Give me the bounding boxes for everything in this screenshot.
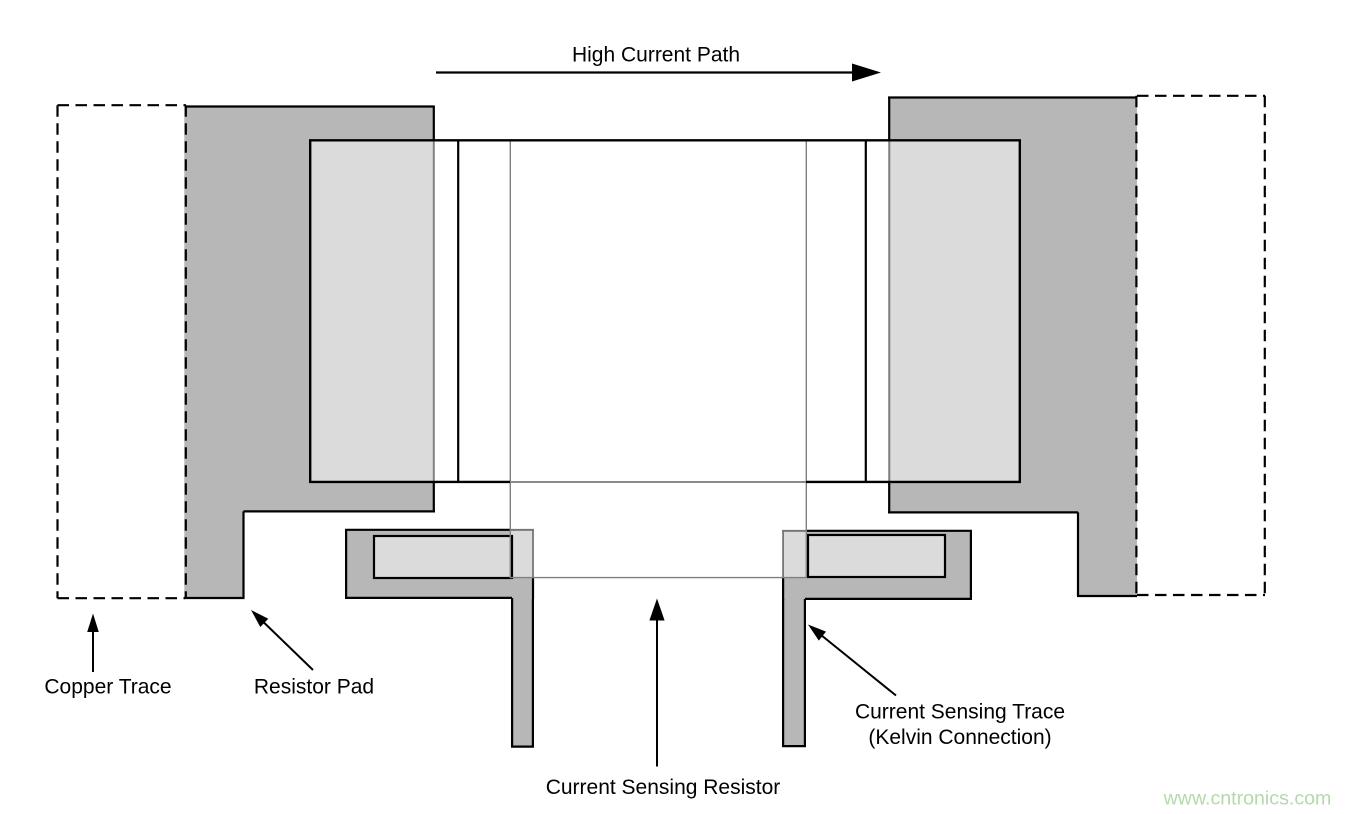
svg-text:Resistor Pad: Resistor Pad [254, 676, 374, 699]
svg-text:Current Sensing Trace: Current Sensing Trace [855, 701, 1065, 724]
svg-text:Copper Trace: Copper Trace [44, 676, 171, 699]
svg-text:(Kelvin Connection): (Kelvin Connection) [868, 726, 1051, 749]
svg-text:High Current Path: High Current Path [572, 44, 740, 67]
svg-text:Current Sensing Resistor: Current Sensing Resistor [546, 776, 781, 799]
svg-text:www.cntronics.com: www.cntronics.com [1163, 788, 1332, 810]
